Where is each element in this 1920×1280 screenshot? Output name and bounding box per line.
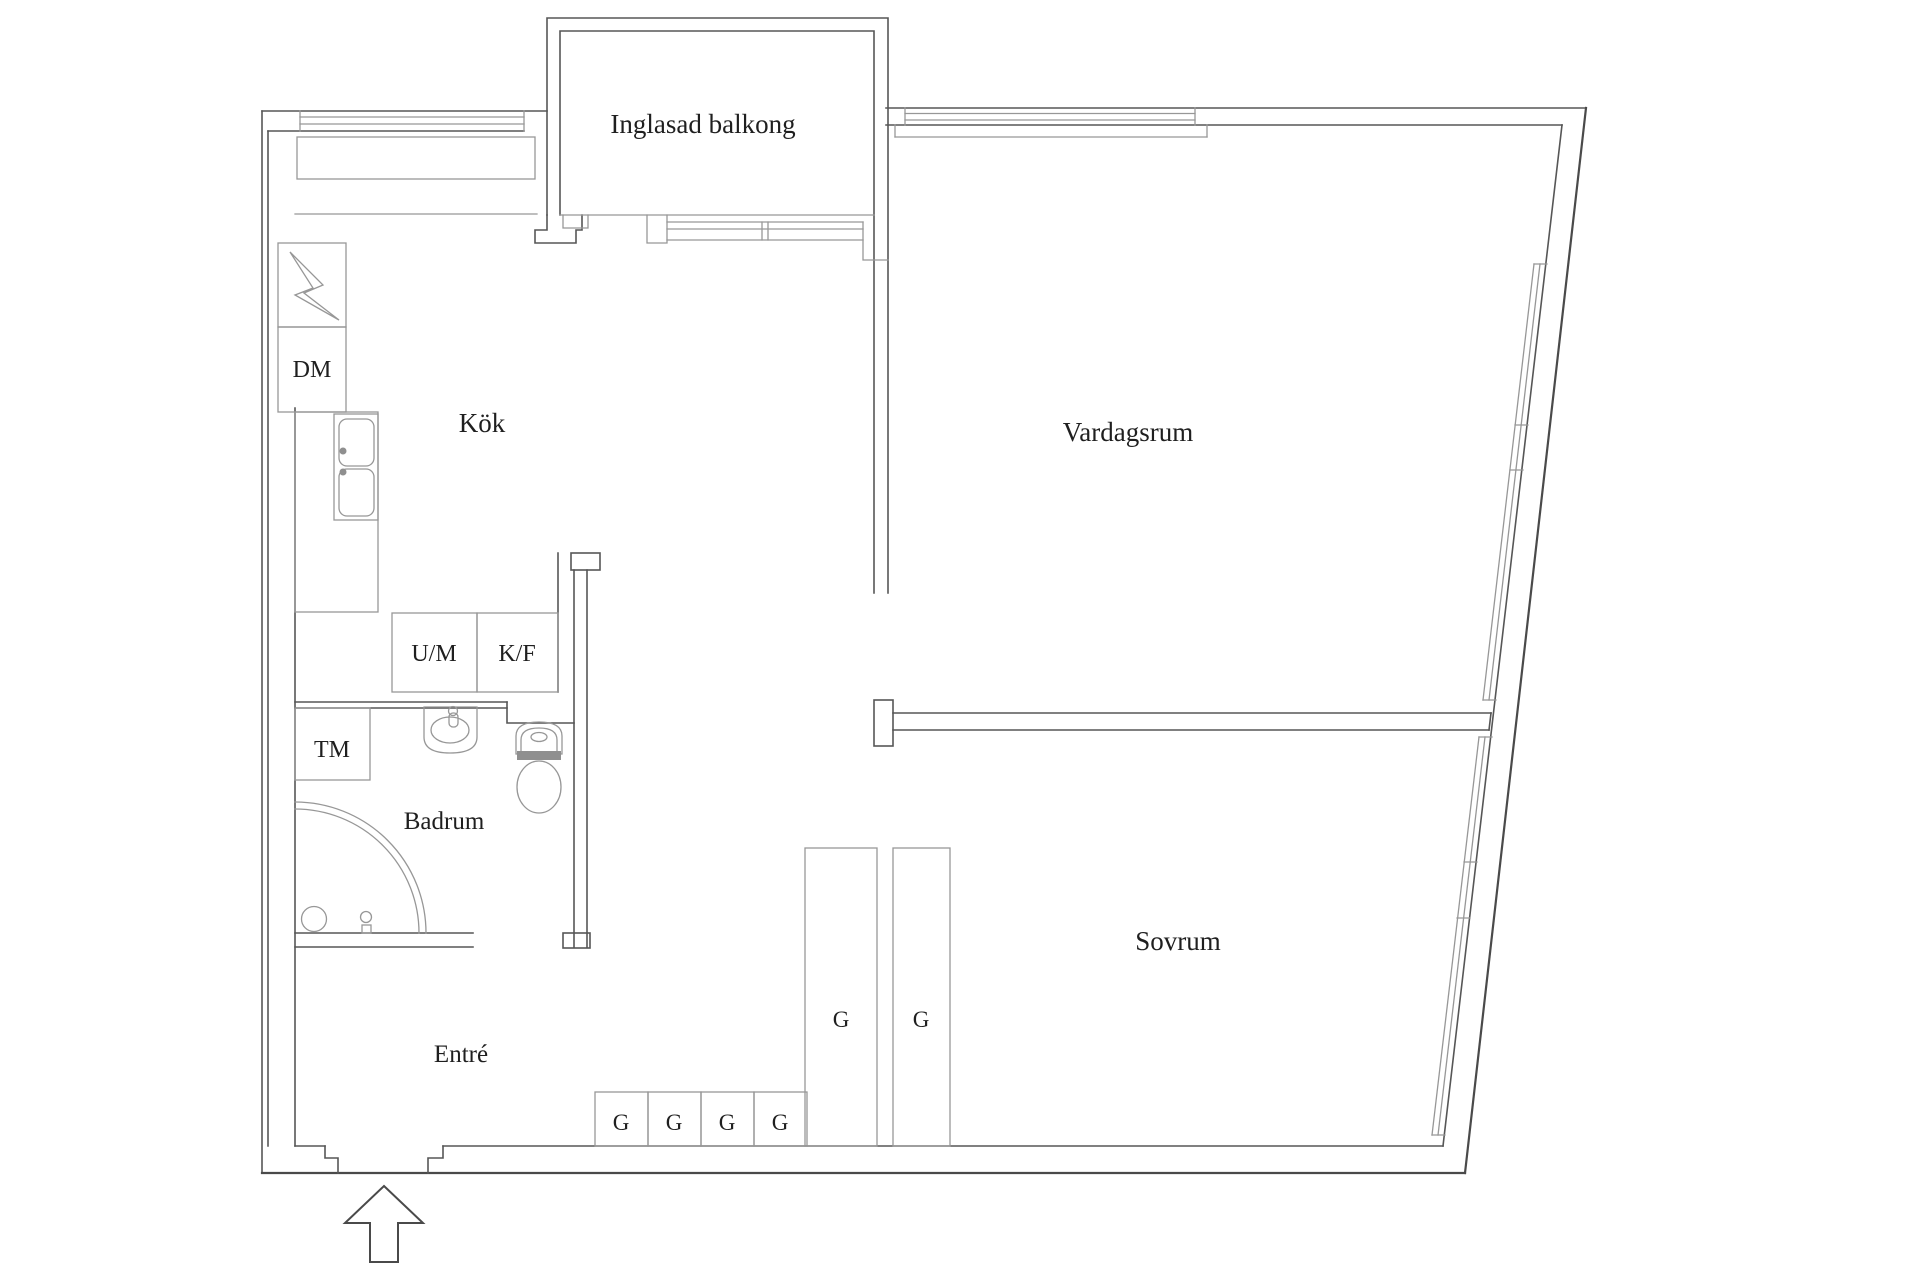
label-washing-machine: TM xyxy=(314,737,350,763)
room-label-living-room: Vardagsrum xyxy=(1063,417,1193,447)
outer-walls xyxy=(260,106,1588,1175)
label-wardrobe-2: G xyxy=(666,1110,683,1135)
room-label-balcony: Inglasad balkong xyxy=(610,109,795,139)
label-wardrobe-4: G xyxy=(772,1110,789,1135)
fridge-freezer-box xyxy=(476,612,559,693)
washing-machine-box xyxy=(294,707,371,781)
living-room-window-top xyxy=(894,107,1208,138)
bathroom-sink xyxy=(423,705,478,754)
toilet xyxy=(515,721,563,814)
bedroom-window-right xyxy=(1431,736,1493,1136)
shower-corner xyxy=(294,801,427,934)
wardrobes xyxy=(594,847,951,1147)
room-label-kitchen: Kök xyxy=(459,408,506,438)
label-dishwasher: DM xyxy=(293,357,332,383)
room-label-bathroom: Badrum xyxy=(404,808,485,835)
balcony-walls xyxy=(294,17,889,594)
entrance-arrow-icon xyxy=(342,1184,426,1263)
kitchen-window xyxy=(299,110,525,132)
room-label-bedroom: Sovrum xyxy=(1135,926,1221,956)
label-wardrobe-3: G xyxy=(719,1110,736,1135)
label-oven-microwave: U/M xyxy=(411,641,456,667)
living-room-window-right xyxy=(1482,263,1548,701)
label-wardrobe-1: G xyxy=(613,1110,630,1135)
label-wardrobe-tall-2: G xyxy=(913,1007,930,1032)
stove xyxy=(277,242,347,328)
room-label-entry: Entré xyxy=(434,1041,488,1068)
label-fridge-freezer: K/F xyxy=(498,641,535,667)
label-wardrobe-tall-1: G xyxy=(833,1007,850,1032)
kitchen-sink xyxy=(294,411,379,613)
kitchen-counter xyxy=(296,136,536,180)
